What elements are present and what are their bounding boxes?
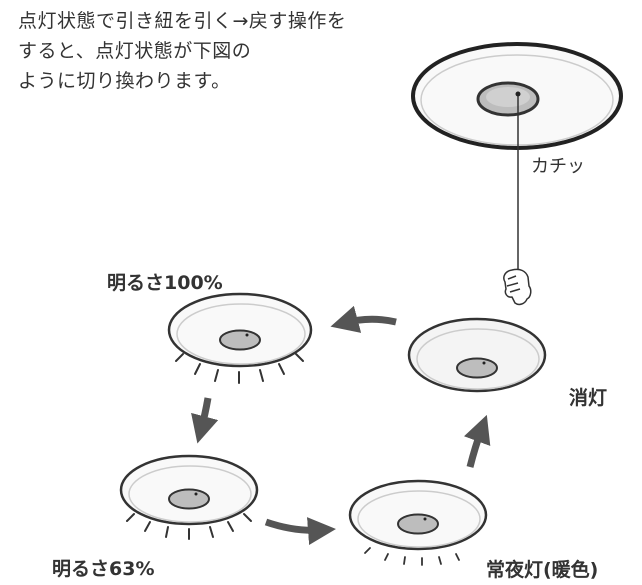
light-night-light [348, 479, 488, 551]
instruction-line-3: ように切り換わります。 [18, 70, 231, 92]
click-sound-label: カチッ [531, 156, 585, 177]
night-light-label: 常夜灯(暖色) [486, 559, 599, 581]
light-rays-icon [364, 547, 460, 566]
light-rays-icon [175, 353, 304, 384]
light-brightness-63 [119, 454, 259, 526]
brightness-100-label: 明るさ100% [107, 272, 223, 294]
light-off [407, 317, 547, 393]
light-rays-icon [126, 513, 252, 540]
brightness-63-label: 明るさ63% [52, 558, 155, 580]
cycle-arrow-icon [191, 397, 219, 444]
cycle-arrow-icon [264, 517, 336, 545]
instruction-line-2: すると、点灯状態が下図の [18, 40, 252, 62]
ceiling-light-top [411, 42, 623, 150]
instruction-text: 点灯状態で引き紐を引く→戻す操作を すると、点灯状態が下図の ように切り換わりま… [18, 6, 418, 96]
hand-pulling-cord-icon [503, 268, 532, 306]
light-brightness-100 [167, 292, 313, 368]
instruction-line-1: 点灯状態で引き紐を引く→戻す操作を [18, 10, 347, 32]
cycle-arrow-icon [464, 414, 491, 468]
cycle-arrow-icon [330, 305, 397, 333]
off-label: 消灯 [569, 387, 608, 409]
